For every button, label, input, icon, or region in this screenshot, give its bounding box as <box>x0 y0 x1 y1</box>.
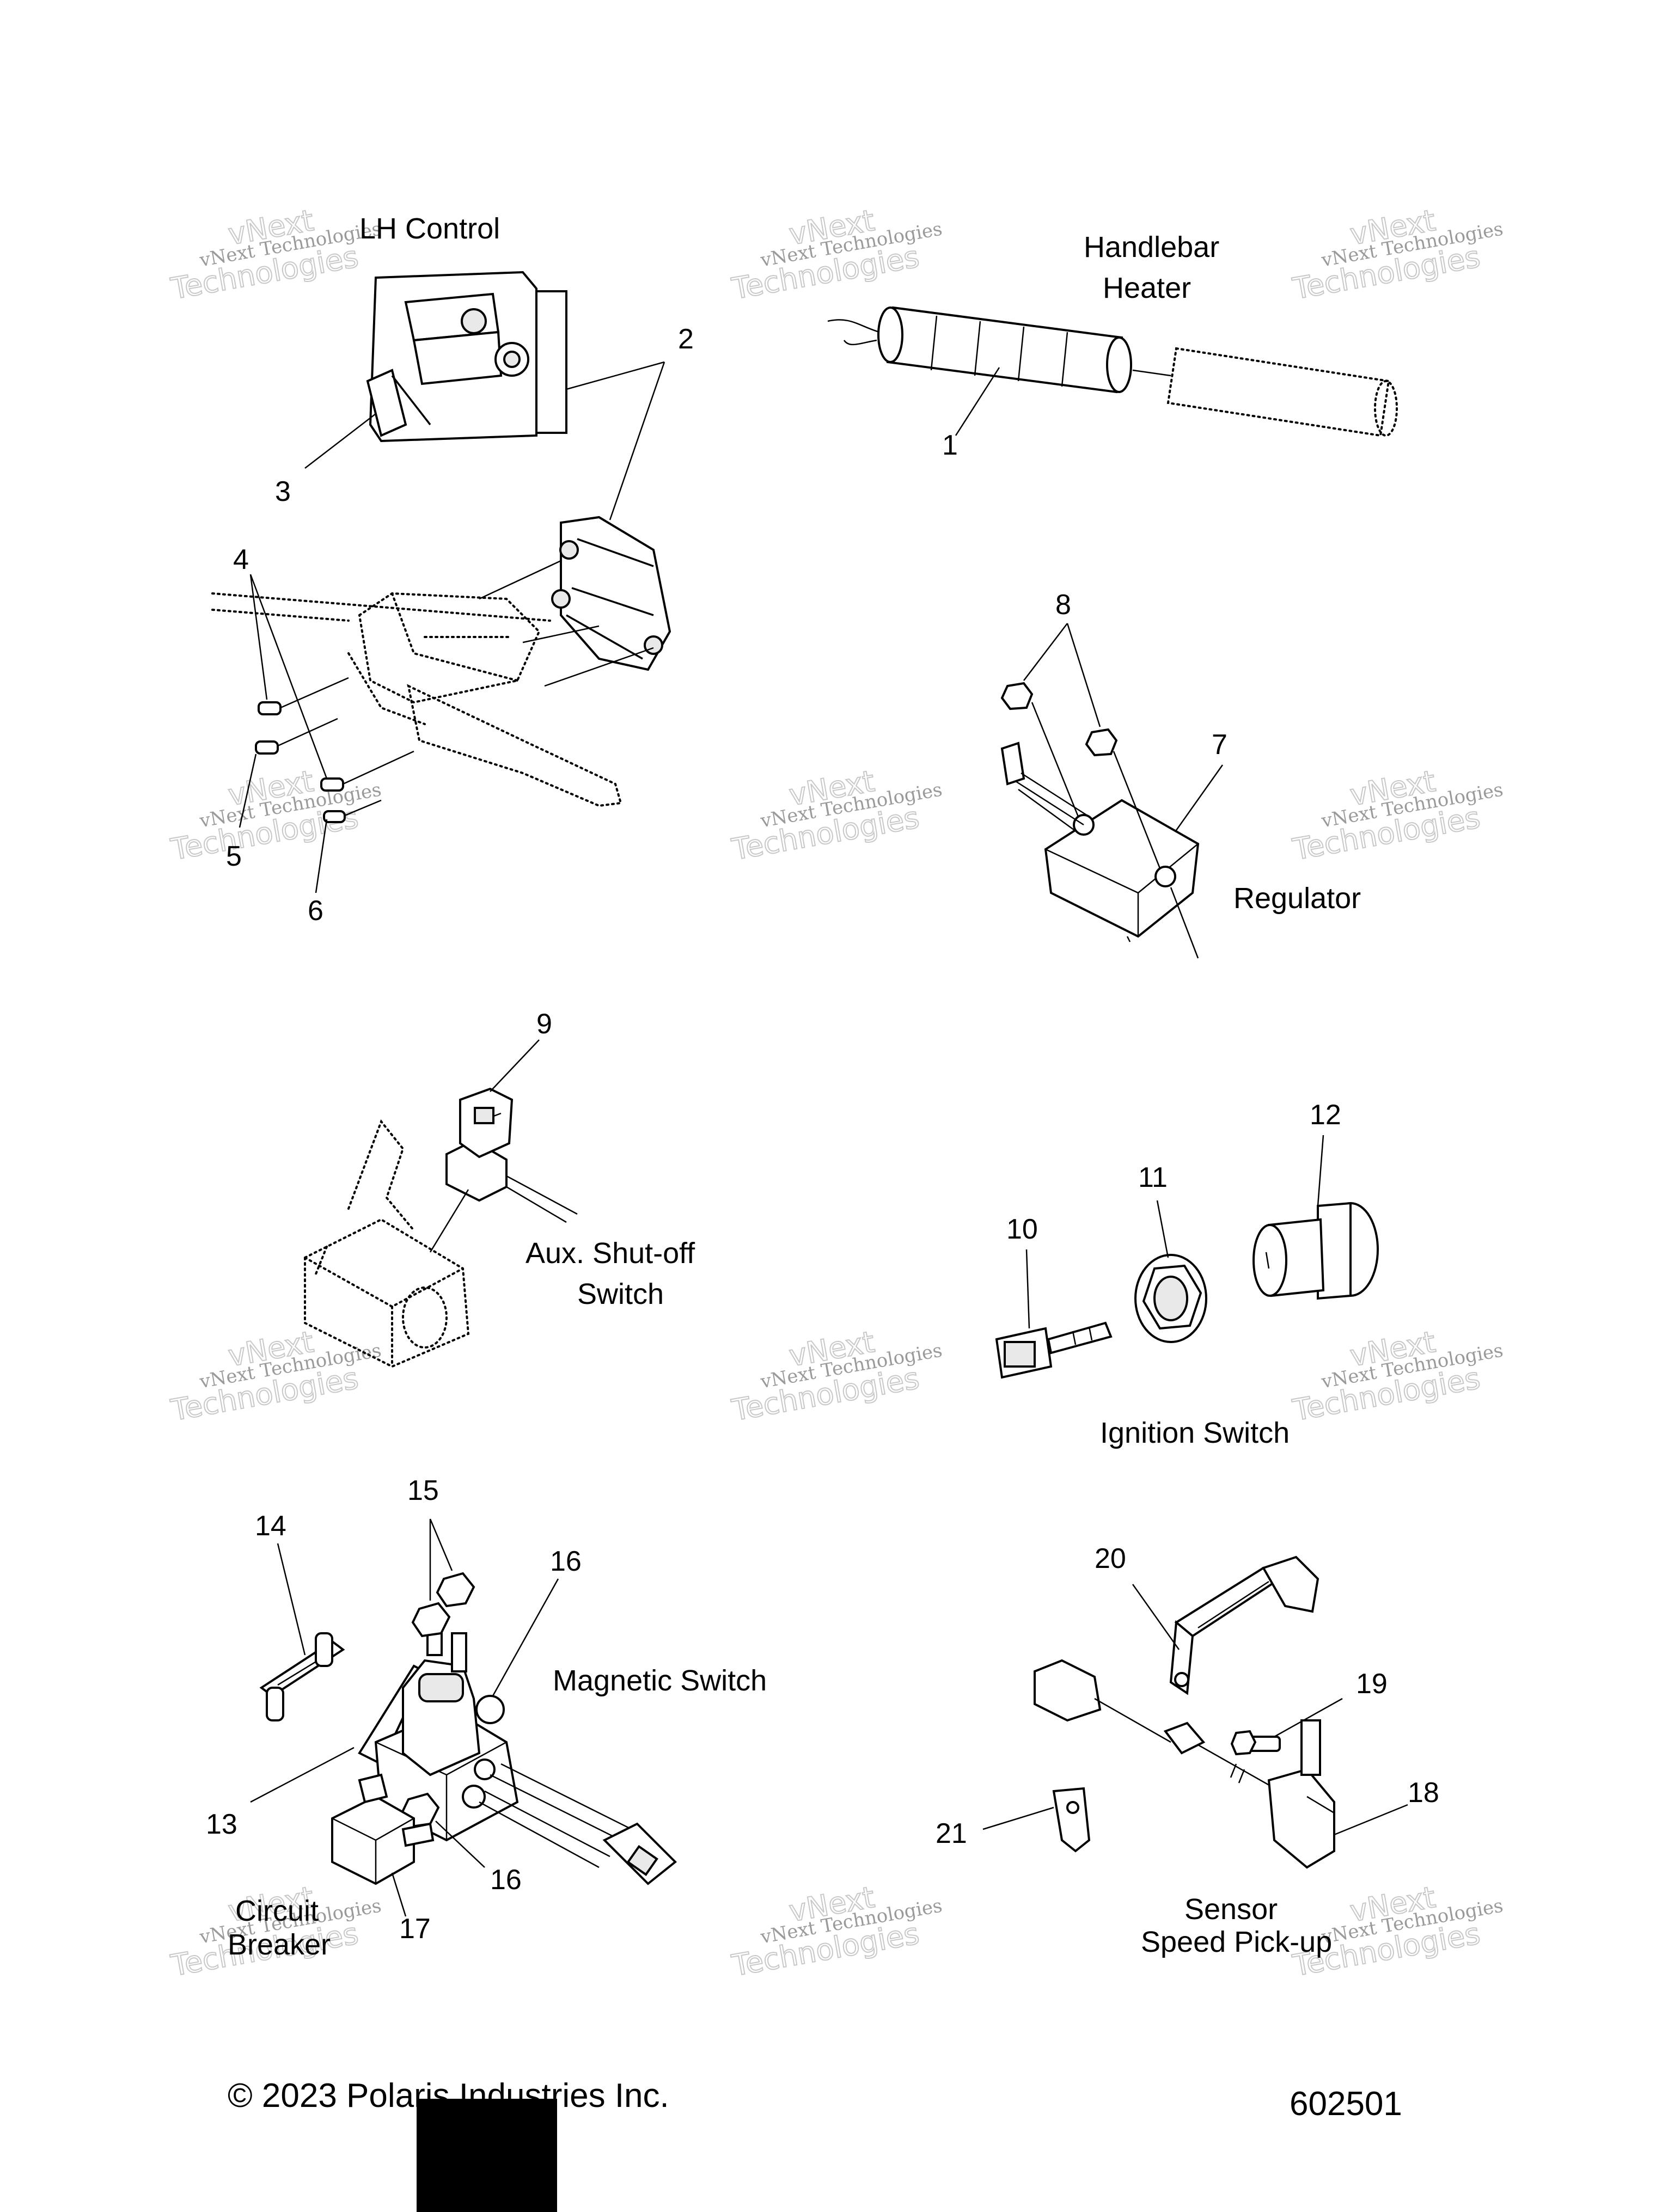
callout-14: 14 <box>255 1510 286 1542</box>
ignition-switch-label: Ignition Switch <box>1100 1417 1290 1449</box>
callout-18-leader <box>1334 1804 1408 1836</box>
callout-9: 9 <box>536 1008 552 1040</box>
callout-8-leader <box>1023 623 1101 727</box>
sensor-label-line1: Sensor <box>1184 1893 1278 1926</box>
watermark: vNext Technologies vNext Technologies <box>729 203 944 307</box>
callout-18: 18 <box>1408 1777 1439 1809</box>
handlebar-heater-label-line1: Handlebar <box>1084 231 1219 264</box>
watermark: vNext Technologies vNext Technologies <box>729 1324 944 1428</box>
callout-4-leader <box>249 574 328 779</box>
callout-9-leader <box>490 1039 540 1092</box>
regulator-label: Regulator <box>1233 882 1361 915</box>
sensor-illustration <box>1034 1555 1335 1869</box>
callout-14-leader <box>277 1543 306 1656</box>
watermark: vNext Technologies vNext Technologies <box>1290 763 1505 867</box>
callout-21-leader <box>982 1806 1054 1830</box>
callout-16-lower: 16 <box>490 1864 522 1896</box>
lh-control-housing-illustration <box>366 271 567 443</box>
sensor-group: Sensor Speed Pick-up 18 <box>936 1543 1439 1958</box>
lh-control-label: LH Control <box>359 212 500 245</box>
lh-control-assembly-illustration <box>211 516 671 807</box>
callout-12-leader <box>1317 1135 1324 1206</box>
callout-16-lower-leader <box>435 1821 485 1868</box>
callout-17: 17 <box>399 1913 431 1945</box>
regulator-group: Regulator 7 8 <box>1000 589 1361 959</box>
callout-11: 11 <box>1138 1162 1168 1193</box>
callout-19-leader <box>1274 1698 1343 1738</box>
watermark: vNext Technologies vNext Technologies <box>1290 203 1505 307</box>
callout-20-leader <box>1132 1584 1180 1650</box>
callout-20: 20 <box>1095 1543 1126 1574</box>
magnetic-switch-label: Magnetic Switch <box>553 1664 767 1697</box>
footer: © 2023 Polaris Industries Inc. 602501 <box>228 2077 1402 2212</box>
lh-control-group: LH Control <box>211 212 694 927</box>
watermark: vNext Technologies vNext Technologies <box>1290 1879 1505 1983</box>
circuit-breaker-label-line1: Circuit <box>235 1895 319 1927</box>
watermark: vNext Technologies vNext Technologies <box>168 1324 383 1428</box>
aux-shutoff-group: Aux. Shut-off Switch 9 <box>304 1008 695 1368</box>
circuit-breaker-label-line2: Breaker <box>228 1928 331 1961</box>
callout-21: 21 <box>936 1818 967 1849</box>
callout-2: 2 <box>678 323 694 355</box>
callout-13-leader <box>250 1747 355 1803</box>
callout-5: 5 <box>226 841 242 872</box>
handlebar-heater-label-line2: Heater <box>1103 272 1191 304</box>
magnetic-switch-group: Magnetic Switch Circuit Breaker <box>206 1475 767 1961</box>
callout-16-leader <box>492 1578 559 1696</box>
callout-3-leader <box>304 413 376 469</box>
callout-4: 4 <box>233 544 249 575</box>
watermark-layer: vNext Technologies vNext Technologies vN… <box>168 203 1505 1983</box>
handlebar-heater-group: Handlebar Heater 1 <box>827 231 1398 461</box>
aux-shutoff-label-line1: Aux. Shut-off <box>526 1237 695 1270</box>
callout-10: 10 <box>1006 1214 1038 1245</box>
diagram-number: 602501 <box>1290 2085 1402 2123</box>
magnetic-switch-illustration <box>259 1572 677 1885</box>
callout-13: 13 <box>206 1809 237 1840</box>
watermark: vNext Technologies vNext Technologies <box>729 763 944 867</box>
callout-6: 6 <box>308 895 323 927</box>
lh-control-screws-illustration <box>255 677 414 823</box>
regulator-illustration <box>1000 682 1200 959</box>
callout-11-leader <box>1156 1200 1169 1258</box>
aux-shutoff-label-line2: Switch <box>577 1278 664 1310</box>
callout-7: 7 <box>1212 729 1227 761</box>
watermark: vNext Technologies vNext Technologies <box>1290 1324 1505 1428</box>
callout-15: 15 <box>407 1475 439 1506</box>
watermark: vNext Technologies vNext Technologies <box>168 763 383 867</box>
watermark: vNext Technologies vNext Technologies <box>168 203 383 307</box>
callout-8: 8 <box>1055 589 1071 621</box>
callout-17-leader <box>391 1872 407 1917</box>
aux-shutoff-illustration <box>304 1087 578 1368</box>
callout-7-leader <box>1175 764 1224 831</box>
callout-1-leader <box>955 367 1000 436</box>
redaction-block <box>417 2099 557 2212</box>
callout-3: 3 <box>275 476 291 507</box>
callout-19: 19 <box>1356 1668 1388 1700</box>
sensor-label-line2: Speed Pick-up <box>1141 1926 1332 1958</box>
watermark: vNext Technologies vNext Technologies <box>729 1879 944 1983</box>
callout-16-upper: 16 <box>550 1546 582 1577</box>
callout-10-leader <box>1025 1249 1030 1329</box>
handlebar-heater-illustration <box>827 306 1398 437</box>
callout-15-leader <box>429 1518 453 1601</box>
callout-1: 1 <box>942 430 958 461</box>
callout-2-leader <box>566 361 665 520</box>
callout-5-leader <box>239 753 257 828</box>
ignition-switch-illustration <box>995 1202 1379 1379</box>
callout-6-leader <box>315 819 328 893</box>
callout-12: 12 <box>1310 1099 1341 1131</box>
ignition-switch-group: Ignition Switch 10 11 12 <box>995 1099 1379 1449</box>
